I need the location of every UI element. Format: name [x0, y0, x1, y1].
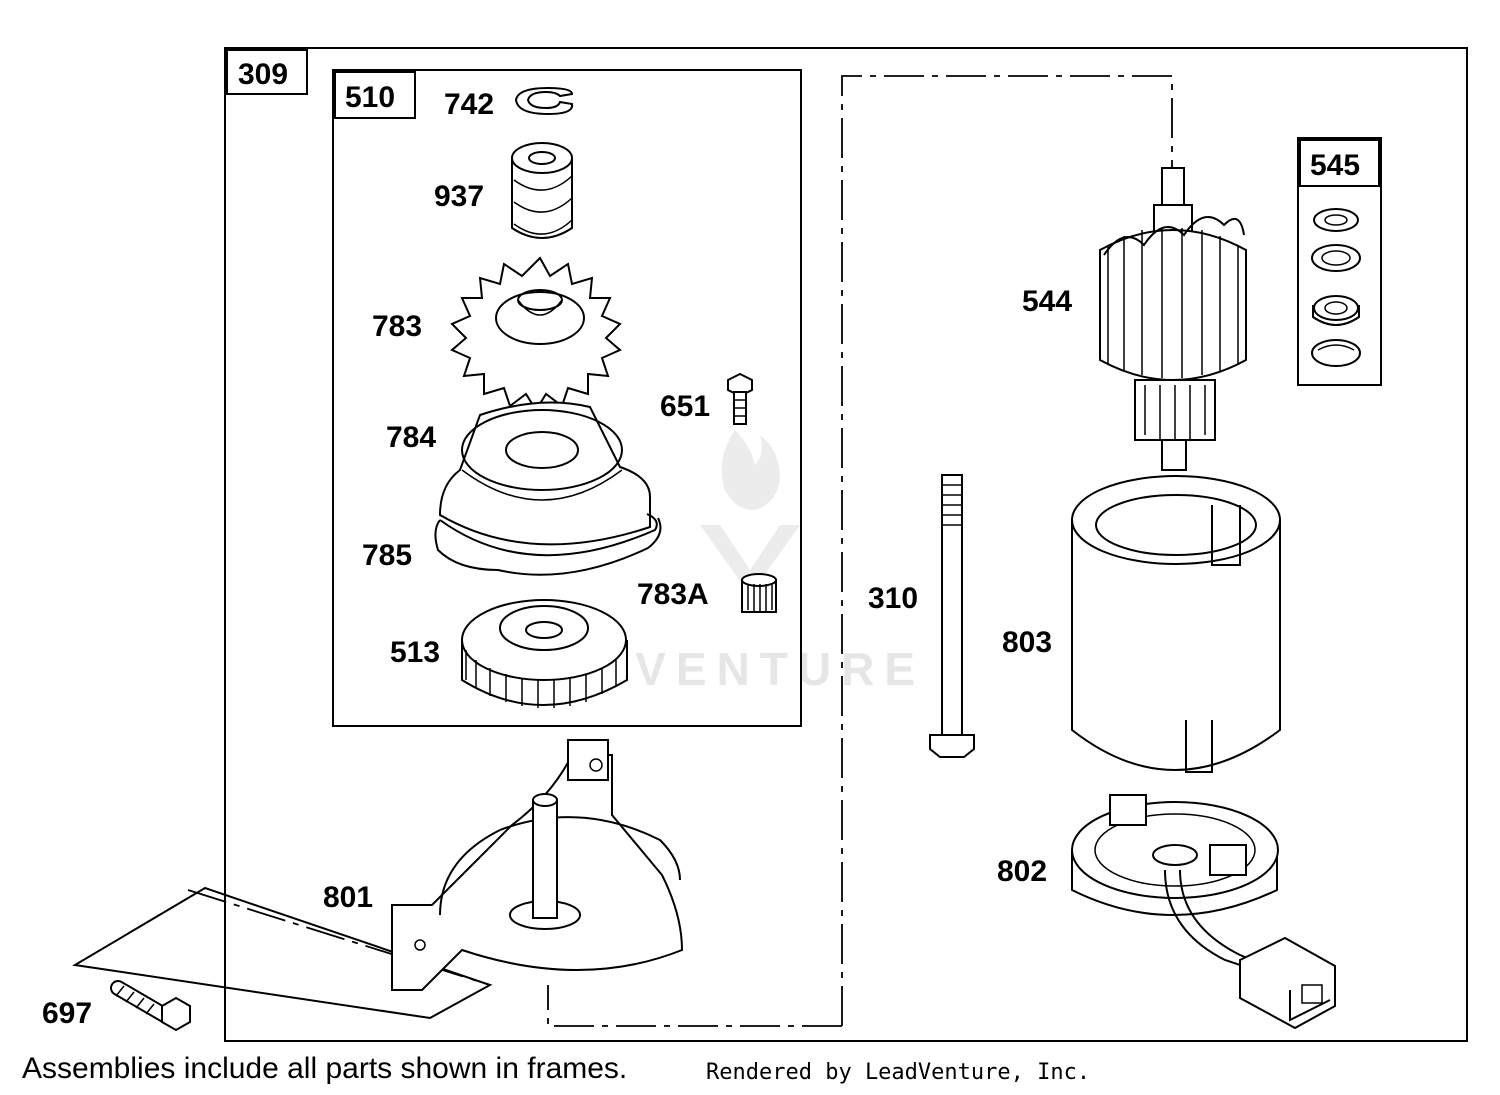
label-784: 784 — [386, 421, 436, 454]
shim-washers — [1311, 208, 1361, 367]
frame-697 — [72, 886, 493, 1020]
label-803: 803 — [1002, 626, 1052, 659]
render-credit: Rendered by LeadVenture, Inc. — [706, 1060, 1091, 1085]
frame-309-label-box — [226, 49, 308, 95]
label-783: 783 — [372, 310, 422, 343]
part-784-cover — [438, 401, 651, 546]
label-513: 513 — [390, 636, 440, 669]
part-937-helix-drive — [511, 142, 573, 239]
frame-545-label: 545 — [1310, 149, 1360, 182]
frame-309-label: 309 — [238, 58, 288, 91]
label-802: 802 — [997, 855, 1047, 888]
label-785: 785 — [362, 539, 412, 572]
part-697-bolt — [110, 980, 191, 1032]
part-785-gasket — [434, 513, 662, 576]
label-651: 651 — [660, 390, 710, 423]
part-783A-pinion — [741, 573, 777, 613]
label-697: 697 — [42, 997, 92, 1030]
label-783A: 783A — [637, 578, 709, 611]
label-801: 801 — [323, 881, 373, 914]
frame-510-label: 510 — [345, 81, 395, 114]
part-310-through-bolt — [929, 474, 975, 758]
part-742-retaining-ring — [514, 86, 574, 116]
label-544: 544 — [1022, 285, 1072, 318]
label-742: 742 — [444, 88, 494, 121]
part-801-drive-end-cap — [391, 739, 684, 991]
label-310: 310 — [868, 582, 918, 615]
label-937: 937 — [434, 180, 484, 213]
part-783-gear — [450, 256, 622, 412]
frame-510-label-box — [334, 71, 416, 119]
frame-309 — [224, 47, 1468, 1042]
frame-545-label-box — [1299, 139, 1380, 187]
part-802-brush-plate — [1071, 794, 1336, 1030]
part-651-screw — [727, 372, 753, 425]
frame-545 — [1297, 137, 1382, 386]
part-544-armature — [1099, 167, 1247, 471]
frame-510 — [332, 69, 802, 727]
part-513-ring-gear — [461, 599, 628, 708]
part-803-housing — [1071, 475, 1281, 773]
assemblies-note: Assemblies include all parts shown in fr… — [22, 1052, 628, 1085]
